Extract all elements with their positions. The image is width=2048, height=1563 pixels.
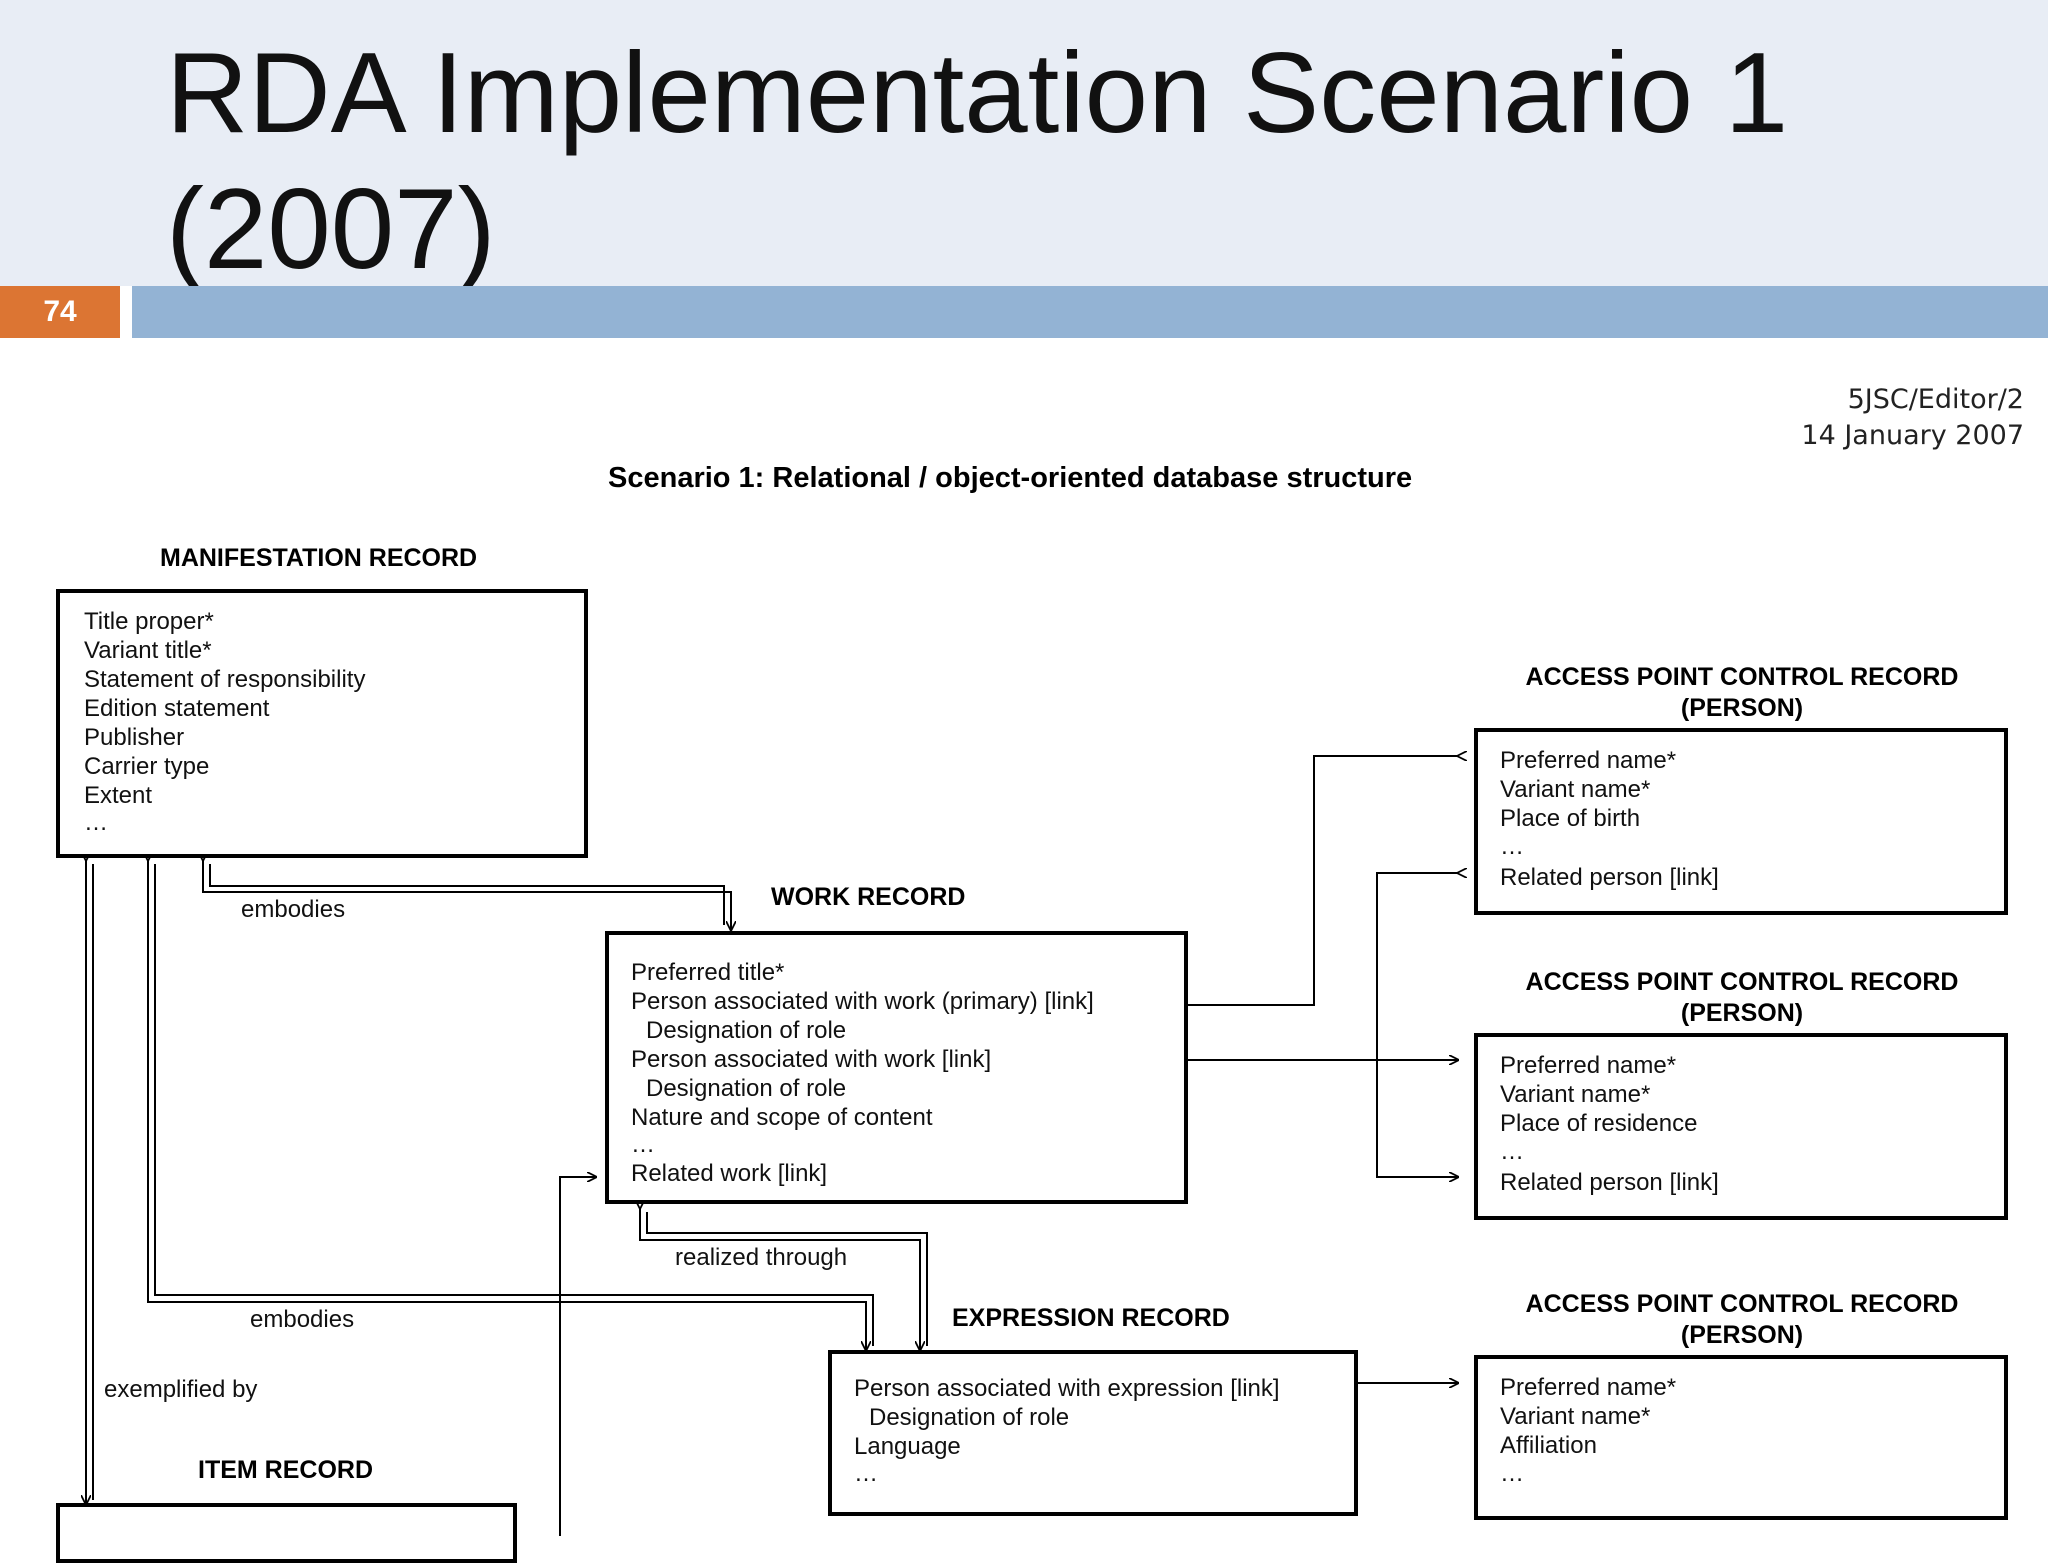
- doc-date: 14 January 2007: [1801, 420, 2024, 451]
- slide-title: RDA Implementation Scenario 1(2007): [166, 26, 1788, 298]
- person-primary-connector: [1145, 756, 1458, 1005]
- work-record: Preferred title* Person associated with …: [605, 931, 1188, 1204]
- record-field: …: [1500, 1460, 1524, 1487]
- record-field: Nature and scope of content: [631, 1104, 933, 1131]
- record-field: …: [1500, 1138, 1524, 1165]
- record-field: …: [1500, 833, 1524, 860]
- record-field: Statement of responsibility: [84, 666, 366, 693]
- access-point-title-line1: ACCESS POINT CONTROL RECORD: [1525, 663, 1959, 691]
- record-field: Person associated with expression [link]: [854, 1375, 1280, 1402]
- exemplified-by-label: exemplified by: [104, 1376, 258, 1403]
- slide-title-line2: (2007): [166, 166, 496, 293]
- related-work-connector: [559, 1177, 596, 1536]
- record-field: Related person [link]: [1500, 1169, 1719, 1196]
- record-field: Related person [link]: [1500, 864, 1719, 891]
- record-field: Preferred name*: [1500, 1052, 1677, 1079]
- record-field: Place of birth: [1500, 805, 1641, 832]
- record-field: Designation of role: [646, 1075, 847, 1102]
- record-field: …: [854, 1460, 878, 1487]
- access-point-record-person: Preferred name* Variant name* Place of r…: [1474, 1033, 2008, 1220]
- manifestation-record-title: MANIFESTATION RECORD: [160, 544, 478, 572]
- record-field: …: [84, 809, 108, 836]
- record-field: Preferred title*: [631, 959, 785, 986]
- record-field: Language: [854, 1433, 961, 1460]
- record-field: Designation of role: [869, 1404, 1070, 1431]
- access-point-title-line2: (PERSON): [1680, 999, 1804, 1027]
- access-point-title-line2: (PERSON): [1680, 694, 1804, 722]
- record-field: Person associated with work (primary) [l…: [631, 988, 1094, 1015]
- slide-title-line1: RDA Implementation Scenario 1: [166, 30, 1789, 157]
- access-point-title-line1: ACCESS POINT CONTROL RECORD: [1525, 968, 1959, 996]
- record-field: Related work [link]: [631, 1160, 828, 1187]
- slide-accent-bar: [132, 286, 2048, 338]
- item-record: [56, 1503, 517, 1563]
- manifestation-record: Title proper* Variant title* Statement o…: [56, 589, 588, 858]
- access-point-record-title: ACCESS POINT CONTROL RECORD (PERSON): [1474, 1289, 2010, 1351]
- access-point-title-line1: ACCESS POINT CONTROL RECORD: [1525, 1290, 1959, 1318]
- realized-through-connector: [640, 1208, 920, 1350]
- record-field: Place of residence: [1500, 1110, 1698, 1137]
- related-person-connector: [1376, 873, 1458, 1177]
- access-point-record-title: ACCESS POINT CONTROL RECORD (PERSON): [1474, 662, 2010, 724]
- record-field: Publisher: [84, 724, 185, 751]
- embodies-label: embodies: [241, 896, 346, 923]
- doc-reference: 5JSC/Editor/2: [1847, 384, 2024, 415]
- record-field: Variant name*: [1500, 1403, 1651, 1430]
- expression-record: Person associated with expression [link]…: [828, 1350, 1358, 1516]
- record-field: Preferred name*: [1500, 1374, 1677, 1401]
- record-field: Extent: [84, 782, 153, 809]
- access-point-record-person: Preferred name* Variant name* Affiliatio…: [1474, 1355, 2008, 1520]
- record-field: Carrier type: [84, 753, 210, 780]
- record-field: Edition statement: [84, 695, 270, 722]
- embodies-label: embodies: [250, 1306, 355, 1333]
- record-field: Variant name*: [1500, 776, 1651, 803]
- work-record-title: WORK RECORD: [771, 883, 966, 911]
- realized-through-label: realized through: [675, 1244, 848, 1271]
- slide-header: [0, 0, 2048, 286]
- record-field: Preferred name*: [1500, 747, 1677, 774]
- diagram-caption: Scenario 1: Relational / object-oriented…: [608, 462, 1413, 494]
- item-record-title: ITEM RECORD: [198, 1456, 373, 1484]
- access-point-record-title: ACCESS POINT CONTROL RECORD (PERSON): [1474, 967, 2010, 1029]
- expression-record-title: EXPRESSION RECORD: [952, 1304, 1230, 1332]
- record-field: Title proper*: [84, 608, 214, 635]
- access-point-record-person: Preferred name* Variant name* Place of b…: [1474, 728, 2008, 915]
- record-field: Person associated with work [link]: [631, 1046, 992, 1073]
- record-field: Affiliation: [1500, 1432, 1597, 1459]
- record-field: Variant title*: [84, 637, 212, 664]
- access-point-title-line2: (PERSON): [1680, 1321, 1804, 1349]
- record-field: Variant name*: [1500, 1081, 1651, 1108]
- record-field: Designation of role: [646, 1017, 847, 1044]
- record-field: …: [631, 1131, 655, 1158]
- slide-number: 74: [0, 286, 120, 338]
